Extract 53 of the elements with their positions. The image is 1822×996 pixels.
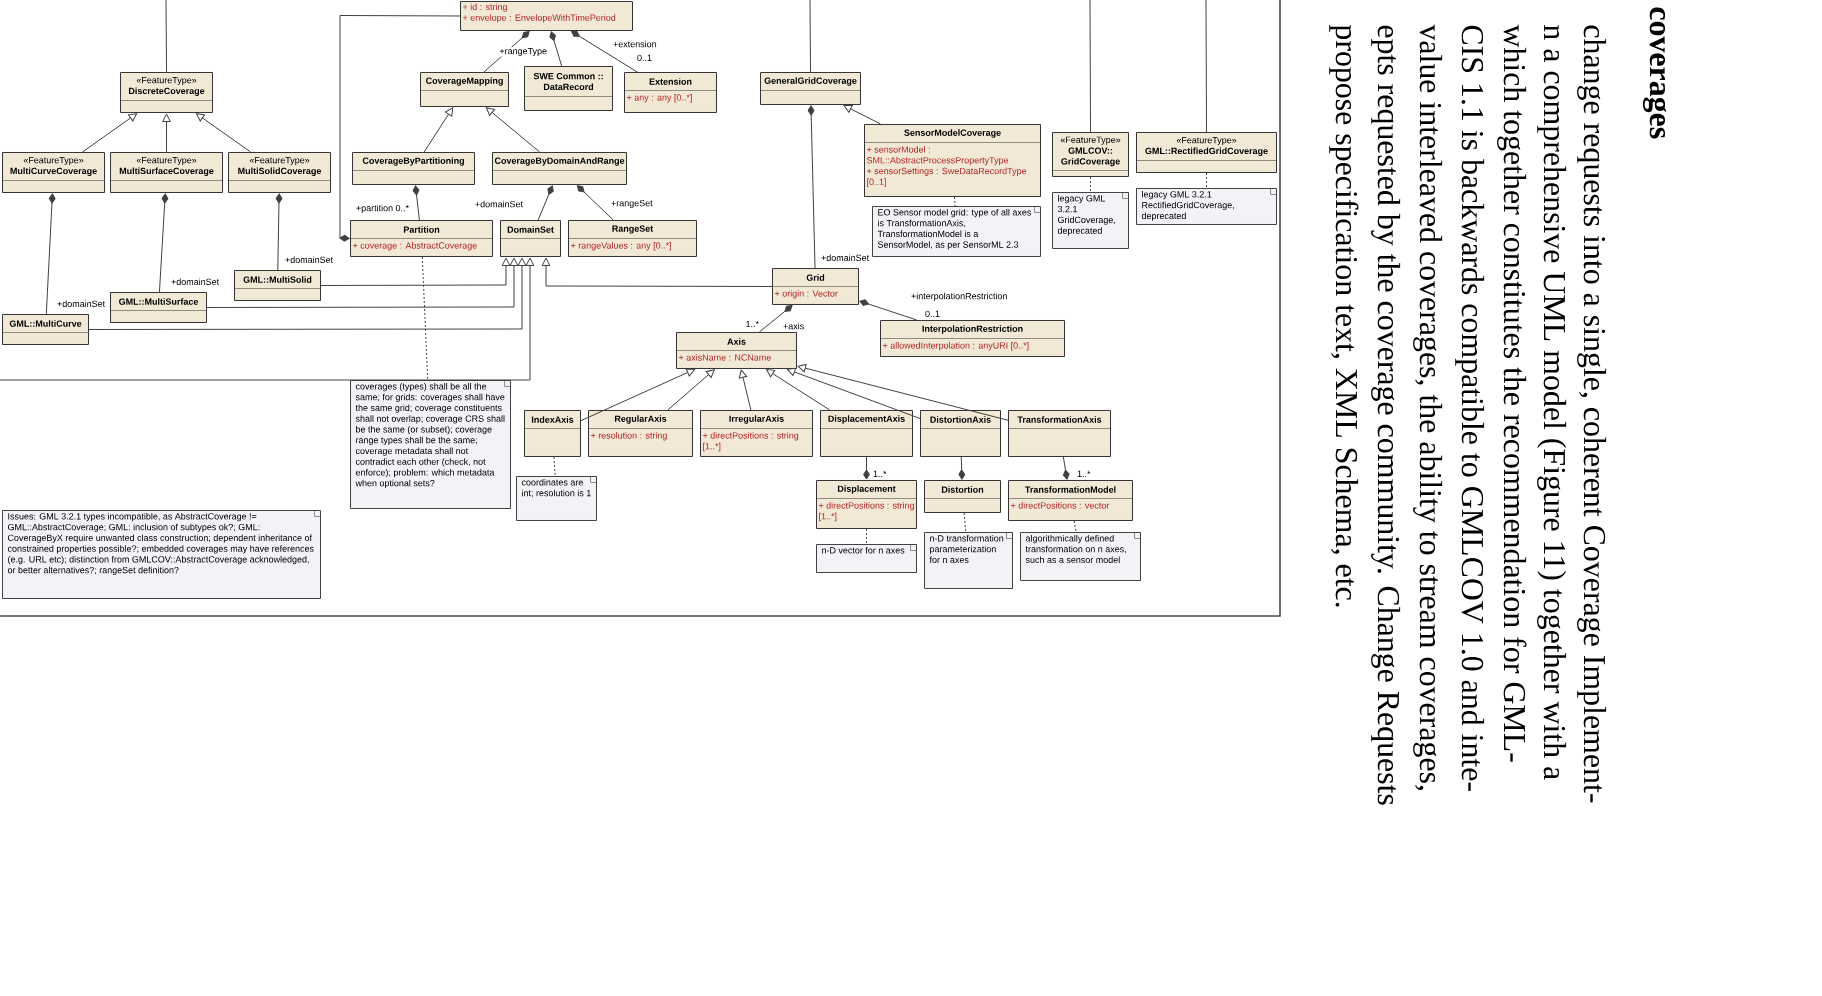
note-link <box>866 528 867 545</box>
note-link <box>1090 176 1091 193</box>
section-heading: coverages <box>1642 7 1667 139</box>
note-link <box>421 256 429 381</box>
generalization-arrow <box>423 107 454 153</box>
generalization-arrow <box>843 104 882 125</box>
body-text-line: CIS 1.1 is backwards compatible to GMLCOV 1.0 and inte- <box>1455 25 1485 791</box>
generalization-arrow <box>88 257 527 330</box>
note-link <box>553 456 556 477</box>
association-line <box>958 456 966 480</box>
generalization-arrow <box>787 367 921 419</box>
connector-line <box>1205 0 1207 133</box>
generalization-arrow <box>206 257 519 308</box>
association-line <box>863 456 870 480</box>
association-line <box>275 193 283 271</box>
generalization-arrow <box>541 257 773 287</box>
generalization-arrow <box>81 113 138 153</box>
note-link <box>1206 172 1207 189</box>
generalization-arrow <box>765 369 831 411</box>
generalization-arrow <box>738 369 752 411</box>
association-line <box>859 299 918 321</box>
note-link <box>963 512 967 533</box>
association-line <box>339 15 461 242</box>
association-line <box>45 193 56 315</box>
note-link <box>1073 520 1077 533</box>
body-text-line: which together constitutes the recommendation for GML- <box>1497 24 1527 762</box>
body-text-line: value interleaved coverages, the ability to stream coverages, <box>1413 24 1443 790</box>
body-text-line: change requests into a single, coherent Coverage Implement- <box>1577 25 1607 803</box>
generalization-arrow <box>797 363 1009 421</box>
generalization-arrow <box>485 107 541 153</box>
association-line <box>571 30 638 73</box>
connector-line <box>1089 0 1091 133</box>
association-line <box>537 185 554 221</box>
association-line <box>483 31 530 73</box>
body-text-line: propose specification text, XML Schema, etc. <box>1329 24 1359 607</box>
association-line <box>807 105 816 269</box>
association-line <box>758 305 793 333</box>
generalization-arrow <box>162 113 171 153</box>
association-line <box>412 185 420 221</box>
body-text-line: n a comprehensive UML model (Figure 11) together with a <box>1537 25 1567 780</box>
generalization-arrow <box>0 257 535 381</box>
note-link <box>954 196 956 207</box>
generalization-arrow <box>667 369 715 411</box>
connector-line <box>165 0 167 73</box>
generalization-arrow <box>580 368 695 422</box>
association-line <box>576 185 614 221</box>
association-line <box>549 31 563 67</box>
body-text-line: epts requested by the coverage community. Change Requests <box>1371 25 1401 805</box>
connector-line <box>809 0 811 73</box>
generalization-arrow <box>195 113 252 153</box>
generalization-arrow <box>320 257 511 286</box>
association-line <box>158 193 169 293</box>
association-line <box>1062 456 1070 480</box>
